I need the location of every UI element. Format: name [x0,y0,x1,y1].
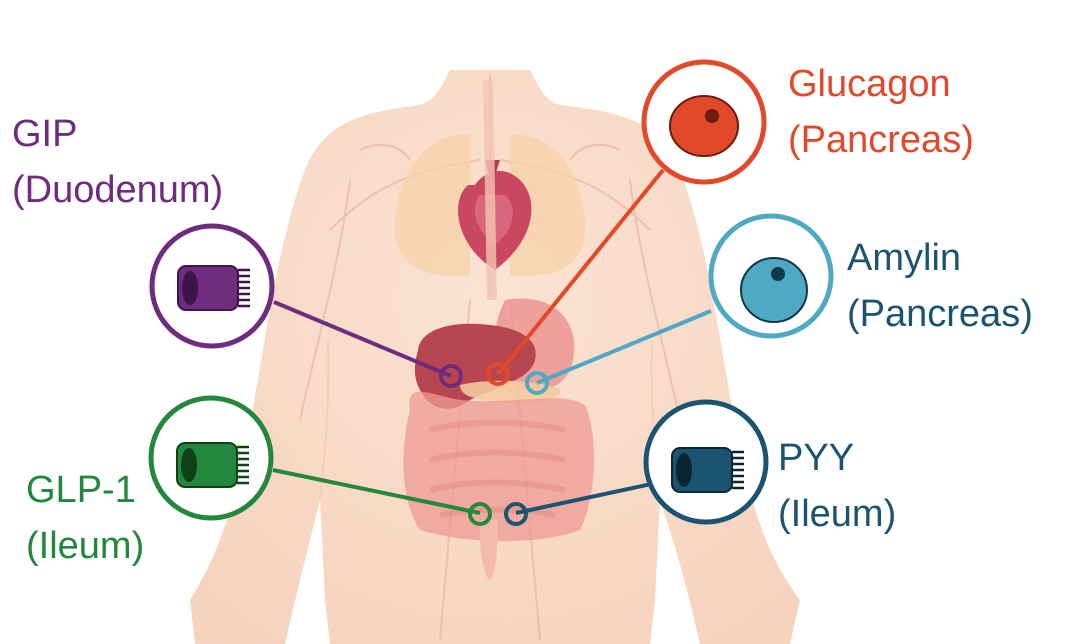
connector-glucagon [496,168,665,376]
connector-gip [273,300,452,378]
connector-pyy [515,478,671,515]
hormone-name-pyy: PYY [778,437,855,479]
hormone-name-amylin: Amylin [847,237,962,279]
enteroendocrine-cell-icon [176,442,249,488]
hormone-name-glp1: GLP-1 [26,469,136,511]
hormone-source-gip: (Duodenum) [12,169,224,211]
enteroendocrine-cell-icon [177,265,250,311]
esophagus [483,79,497,301]
hormone-source-glp1: (Ileum) [26,525,145,567]
callout-pyy [643,399,769,525]
label-pyy: PYY (Ileum) [778,430,896,542]
label-gip: GIP (Duodenum) [12,106,223,218]
lungs [395,134,585,276]
anchor-amylin [525,371,549,395]
hormone-name-glucagon: Glucagon [788,63,951,105]
hormone-source-glucagon: (Pancreas) [788,119,974,161]
connector-glp1 [272,468,481,515]
pancreas [460,380,561,403]
label-glp1: GLP-1 (Ileum) [26,462,144,574]
hormone-source-amylin: (Pancreas) [847,293,1033,335]
hormone-name-gip: GIP [12,113,78,155]
pancreatic-cell-icon [669,95,739,157]
anchor-glucagon [486,362,510,386]
callout-gip [149,223,275,349]
hormone-source-pyy: (Ileum) [778,493,897,535]
anchor-pyy [504,502,528,526]
anchor-gip [439,364,463,388]
intestines [403,391,595,580]
label-glucagon: Glucagon (Pancreas) [788,56,974,168]
pancreatic-cell-icon [740,257,808,323]
callout-glp1 [148,395,274,521]
callout-glucagon [641,59,767,185]
liver [414,323,536,409]
callout-amylin [708,213,834,339]
connector-amylin [536,309,712,385]
anchor-glp1 [468,502,492,526]
label-amylin: Amylin (Pancreas) [847,230,1033,342]
enteroendocrine-cell-icon [671,447,744,493]
